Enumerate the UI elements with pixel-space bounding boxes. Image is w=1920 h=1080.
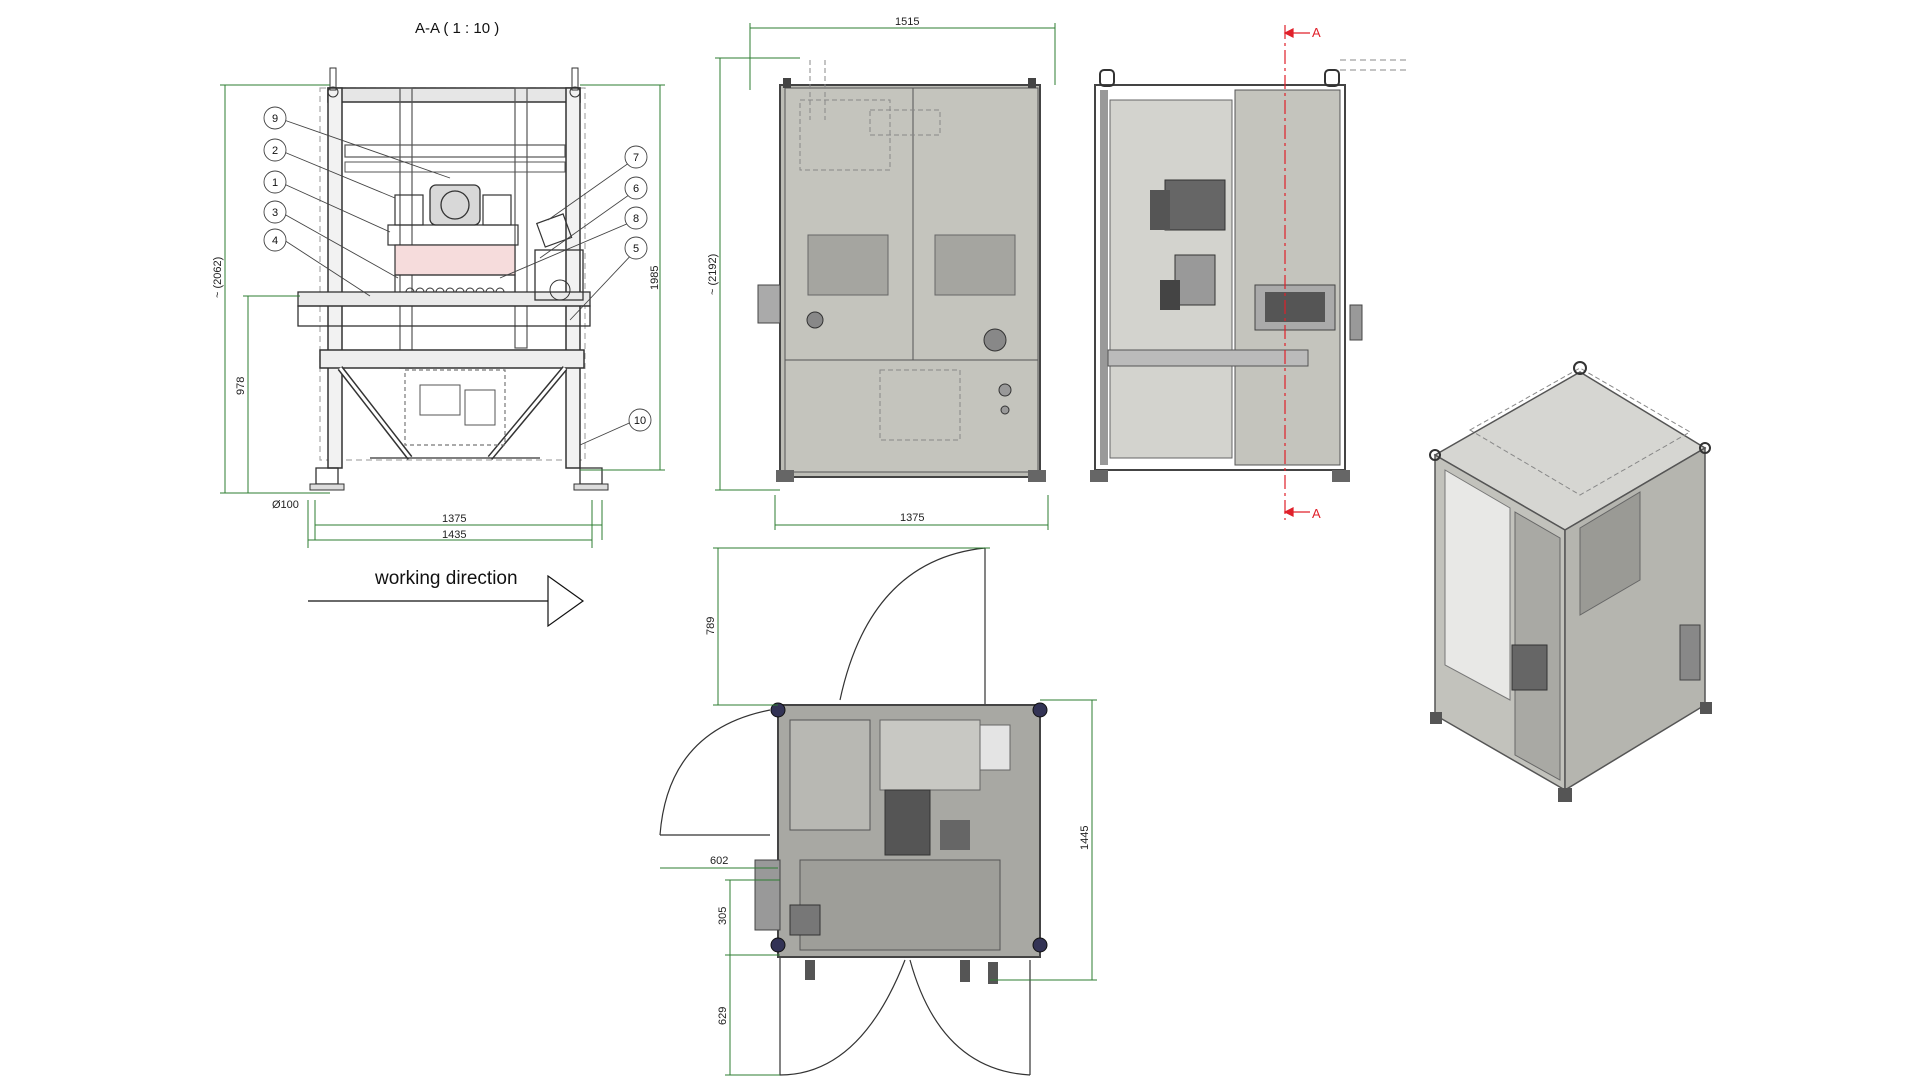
bubble-5: 5 — [633, 243, 639, 255]
section-marker-top: A — [1312, 25, 1321, 40]
dim-top-305: 305 — [717, 907, 729, 925]
dim-front-width-1375: 1375 — [442, 513, 466, 525]
dim-side-width-1515: 1515 — [895, 16, 919, 28]
front-view-cabinet: 1515 ~ (2192) 1375 — [707, 16, 1056, 530]
dim-top-629: 629 — [717, 1007, 729, 1025]
arrow-right-icon — [547, 574, 585, 628]
isometric-view-cabinet — [1429, 361, 1712, 802]
dim-front-width-1435: 1435 — [442, 529, 466, 541]
dim-front-height-total: ~ (2062) — [212, 257, 224, 298]
dim-front-height-1985: 1985 — [649, 266, 661, 290]
dim-front-height-978: 978 — [235, 377, 247, 395]
side-view-cabinet: A A — [1090, 25, 1410, 521]
bubble-3: 3 — [272, 207, 278, 219]
dim-foot-diameter: Ø100 — [272, 499, 299, 511]
dim-top-1445: 1445 — [1079, 826, 1091, 850]
dim-side-bottom-1375: 1375 — [900, 512, 924, 524]
top-view-cabinet: 789 602 305 629 1445 — [659, 547, 1097, 1076]
section-title: A-A ( 1 : 10 ) — [415, 20, 499, 37]
bubble-10: 10 — [634, 415, 646, 427]
working-direction-label: working direction — [374, 568, 518, 589]
bubble-6: 6 — [633, 183, 639, 195]
bubble-7: 7 — [633, 152, 639, 164]
section-view-a-a: A-A ( 1 : 10 ) — [212, 20, 665, 628]
section-marker-bottom: A — [1312, 506, 1321, 521]
bubble-2: 2 — [272, 145, 278, 157]
dim-top-789: 789 — [705, 617, 717, 635]
dim-top-602: 602 — [710, 855, 728, 867]
bubble-1: 1 — [272, 177, 278, 189]
bubble-9: 9 — [272, 113, 278, 125]
bubble-4: 4 — [272, 235, 278, 247]
dim-side-height: ~ (2192) — [707, 254, 719, 295]
bubble-8: 8 — [633, 213, 639, 225]
